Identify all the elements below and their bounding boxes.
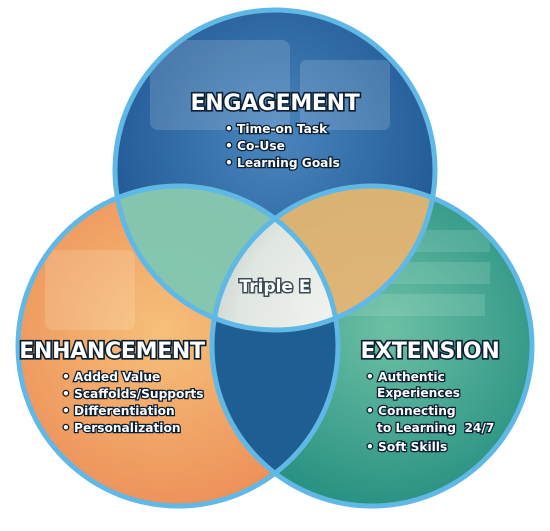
ring-enhancement — [15, 183, 341, 509]
engagement-bullet-1: • Time-on Task — [225, 122, 328, 136]
ring-engagement — [112, 7, 438, 333]
engagement-bullet-2: • Co-Use — [225, 139, 285, 153]
extension-bullet-2-cont: to Learning 24/7 — [377, 421, 494, 435]
ring-extension — [209, 183, 535, 509]
enhancement-bullet-2: • Scaffolds/Supports — [62, 387, 204, 401]
center-label: Triple E — [240, 277, 311, 297]
engagement-bullet-3: • Learning Goals — [225, 156, 340, 170]
enhancement-title: ENHANCEMENT — [19, 339, 205, 364]
center-region — [212, 186, 338, 330]
extension-bullet-3: • Soft Skills — [366, 440, 447, 454]
extension-bullet-2: • Connecting — [366, 404, 456, 418]
laptop-texture — [150, 40, 390, 130]
extension-bullet-1: • Authentic — [366, 370, 445, 384]
engagement-title: ENGAGEMENT — [191, 91, 360, 116]
engagement-bullet-list: • Time-on Task • Co-Use • Learning Goals — [224, 121, 341, 172]
enhancement-bullet-list: • Added Value • Scaffolds/Supports • Dif… — [61, 369, 205, 437]
tablet-texture — [45, 250, 135, 330]
enhancement-bullet-4: • Personalization — [62, 421, 181, 435]
enhancement-bullet-3: • Differentiation — [62, 404, 175, 418]
extension-bullet-list: • Authentic Experiences • Connecting to … — [365, 369, 496, 456]
extension-bullet-1-cont: Experiences — [377, 386, 460, 400]
enhancement-bullet-1: • Added Value — [62, 370, 160, 384]
extension-title: EXTENSION — [361, 339, 500, 364]
